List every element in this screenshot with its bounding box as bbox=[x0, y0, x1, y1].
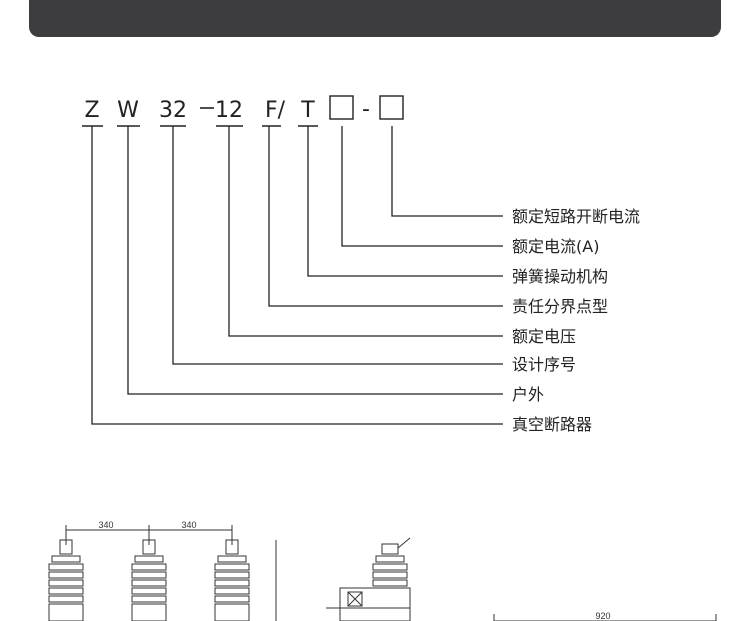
dim-width: 920 bbox=[595, 611, 610, 621]
dim-left: 340 bbox=[98, 520, 113, 530]
leader-lines bbox=[91, 126, 503, 425]
code-separator: - bbox=[362, 97, 370, 122]
header-bar bbox=[29, 0, 721, 37]
side-view-drawing bbox=[326, 537, 411, 621]
code-t: T bbox=[300, 98, 315, 123]
code-design: 32 bbox=[159, 98, 187, 123]
code-voltage: 12 bbox=[215, 98, 243, 123]
dim-right: 340 bbox=[181, 520, 196, 530]
desc-demarcation-type: 责任分界点型 bbox=[512, 297, 608, 316]
top-view-drawing bbox=[493, 614, 717, 621]
insulator-1 bbox=[48, 539, 84, 621]
desc-outdoor: 户外 bbox=[512, 385, 544, 404]
insulator-3 bbox=[214, 539, 250, 621]
desc-spring-mechanism: 弹簧操动机构 bbox=[512, 267, 608, 286]
desc-design-number: 设计序号 bbox=[512, 355, 576, 374]
code-w: W bbox=[117, 98, 139, 123]
desc-vacuum-breaker: 真空断路器 bbox=[512, 415, 592, 434]
front-view-drawing bbox=[48, 525, 277, 621]
code-z: Z bbox=[84, 98, 99, 123]
desc-breaking-current: 额定短路开断电流 bbox=[512, 207, 640, 226]
desc-rated-current: 额定电流(A) bbox=[512, 237, 599, 256]
code-f: F/ bbox=[265, 98, 286, 123]
insulator-2 bbox=[131, 539, 167, 621]
code-box-current bbox=[329, 95, 354, 120]
desc-rated-voltage: 额定电压 bbox=[512, 327, 576, 346]
code-box-breaking bbox=[379, 95, 404, 120]
